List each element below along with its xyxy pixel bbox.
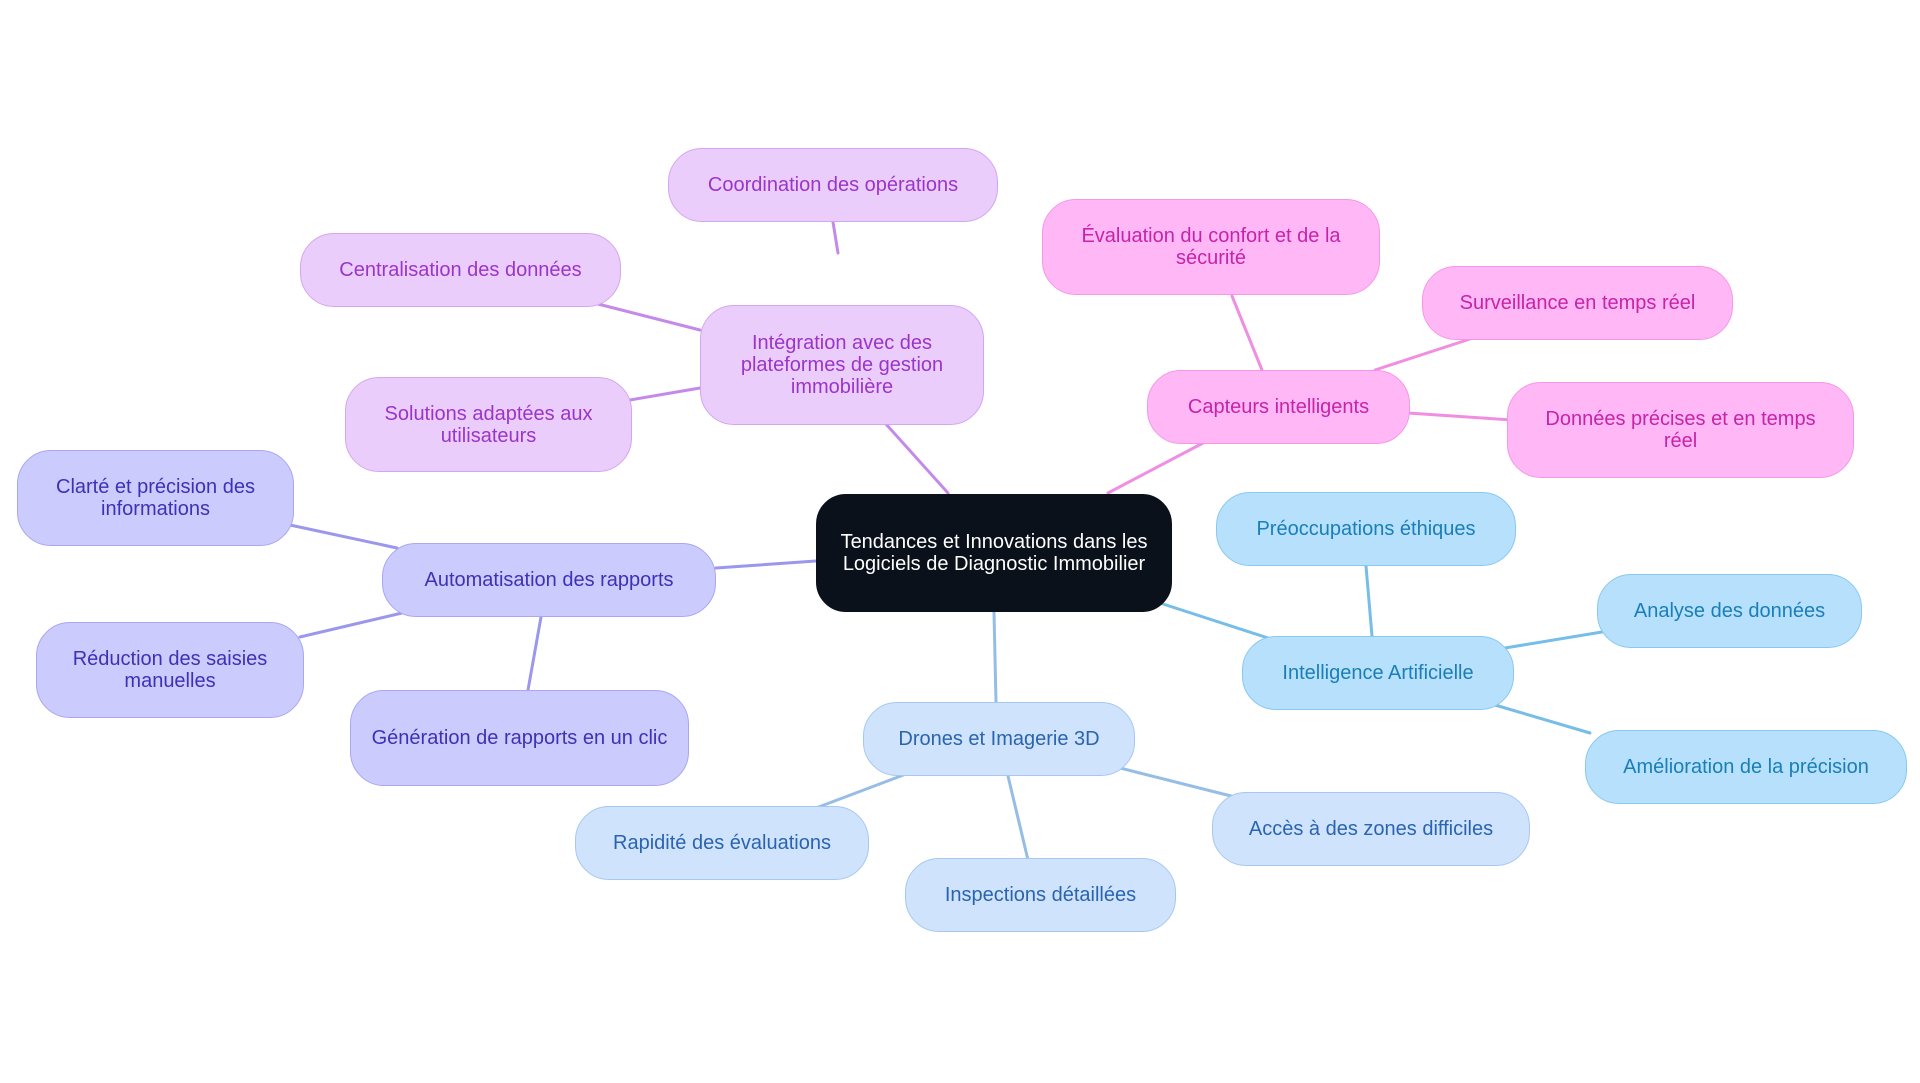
edge-root-ia xyxy=(1158,601,1270,640)
leaf-ethique: Préoccupations éthiques xyxy=(1216,492,1516,566)
leaf-acces: Accès à des zones difficiles xyxy=(1212,792,1530,866)
branch-automatisation-label: Automatisation des rapports xyxy=(424,569,674,591)
branch-ia-label: Intelligence Artificielle xyxy=(1282,662,1474,684)
branch-ia: Intelligence Artificielle xyxy=(1242,636,1514,710)
edge-automatisation-generation xyxy=(526,615,543,692)
leaf-analyse-label: Analyse des données xyxy=(1633,600,1826,622)
leaf-centralisation-label: Centralisation des données xyxy=(339,259,582,281)
leaf-inspections-label: Inspections détaillées xyxy=(944,884,1137,906)
edge-automatisation-reduction xyxy=(298,611,404,639)
branch-integration-label: Intégration avec des plateformes de gest… xyxy=(740,332,944,398)
edge-drones-rapidite xyxy=(814,772,908,810)
leaf-reduction-label: Réduction des saisies manuelles xyxy=(72,648,268,692)
edge-capteurs-surveillance xyxy=(1373,337,1472,372)
leaf-generation-label: Génération de rapports en un clic xyxy=(371,727,668,749)
branch-capteurs: Capteurs intelligents xyxy=(1147,370,1410,444)
leaf-donnees-label: Données précises et en temps réel xyxy=(1545,408,1816,452)
leaf-analyse: Analyse des données xyxy=(1597,574,1862,648)
edge-root-capteurs xyxy=(1106,441,1205,495)
branch-drones-label: Drones et Imagerie 3D xyxy=(898,728,1100,750)
leaf-acces-label: Accès à des zones difficiles xyxy=(1248,818,1494,840)
edge-root-integration xyxy=(883,421,950,495)
leaf-amelioration-label: Amélioration de la précision xyxy=(1623,756,1869,778)
edge-integration-centralisation xyxy=(596,302,702,332)
edge-drones-inspections xyxy=(1006,774,1030,862)
leaf-surveillance: Surveillance en temps réel xyxy=(1422,266,1733,340)
leaf-reduction: Réduction des saisies manuelles xyxy=(36,622,304,718)
leaf-clarte-label: Clarté et précision des informations xyxy=(56,476,255,520)
leaf-coordination-label: Coordination des opérations xyxy=(707,174,959,196)
leaf-inspections: Inspections détaillées xyxy=(905,858,1176,932)
branch-capteurs-label: Capteurs intelligents xyxy=(1187,396,1370,418)
branch-drones: Drones et Imagerie 3D xyxy=(863,702,1135,776)
branch-integration: Intégration avec des plateformes de gest… xyxy=(700,305,984,425)
leaf-centralisation: Centralisation des données xyxy=(300,233,621,307)
edge-integration-coordination xyxy=(831,220,840,255)
edge-automatisation-clarte xyxy=(288,523,399,550)
leaf-surveillance-label: Surveillance en temps réel xyxy=(1459,292,1696,314)
root-label: Tendances et Innovations dans les Logici… xyxy=(840,531,1148,575)
leaf-evaluation-label: Évaluation du confort et de la sécurité xyxy=(1081,225,1341,269)
leaf-amelioration: Amélioration de la précision xyxy=(1585,730,1907,804)
leaf-donnees: Données précises et en temps réel xyxy=(1507,382,1854,478)
leaf-generation: Génération de rapports en un clic xyxy=(350,690,689,786)
leaf-coordination: Coordination des opérations xyxy=(668,148,998,222)
leaf-solutions-label: Solutions adaptées aux utilisateurs xyxy=(384,402,593,447)
leaf-solutions: Solutions adaptées aux utilisateurs xyxy=(345,377,632,472)
leaf-ethique-label: Préoccupations éthiques xyxy=(1256,518,1476,540)
root-node: Tendances et Innovations dans les Logici… xyxy=(816,494,1172,612)
edge-ia-amelioration xyxy=(1493,703,1592,735)
edge-root-automatisation xyxy=(714,559,818,570)
edge-drones-acces xyxy=(1118,766,1237,799)
edge-ia-analyse xyxy=(1503,630,1604,650)
edge-integration-solutions xyxy=(628,386,702,402)
edge-capteurs-evaluation xyxy=(1230,294,1264,372)
leaf-clarte: Clarté et précision des informations xyxy=(17,450,294,546)
edge-capteurs-donnees xyxy=(1406,411,1514,422)
branch-automatisation: Automatisation des rapports xyxy=(382,543,716,617)
leaf-rapidite: Rapidité des évaluations xyxy=(575,806,869,880)
leaf-evaluation: Évaluation du confort et de la sécurité xyxy=(1042,199,1380,295)
edge-ia-ethique xyxy=(1364,564,1374,638)
edge-root-drones xyxy=(992,610,998,704)
leaf-rapidite-label: Rapidité des évaluations xyxy=(613,832,831,854)
